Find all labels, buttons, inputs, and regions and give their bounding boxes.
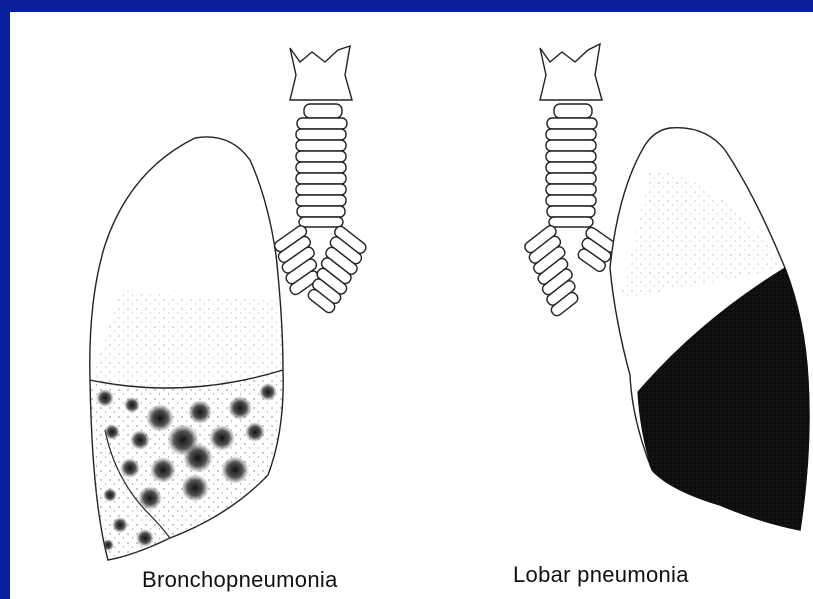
label-lobar-pneumonia: Lobar pneumonia [513, 562, 689, 588]
label-bronchopneumonia: Bronchopneumonia [142, 567, 338, 593]
patchy-consolidation-spots [85, 375, 290, 565]
lung-bronchopneumonia [85, 137, 290, 565]
trachea-right [509, 44, 620, 318]
lung-lobar-pneumonia [610, 128, 809, 530]
trachea-left [263, 46, 378, 315]
